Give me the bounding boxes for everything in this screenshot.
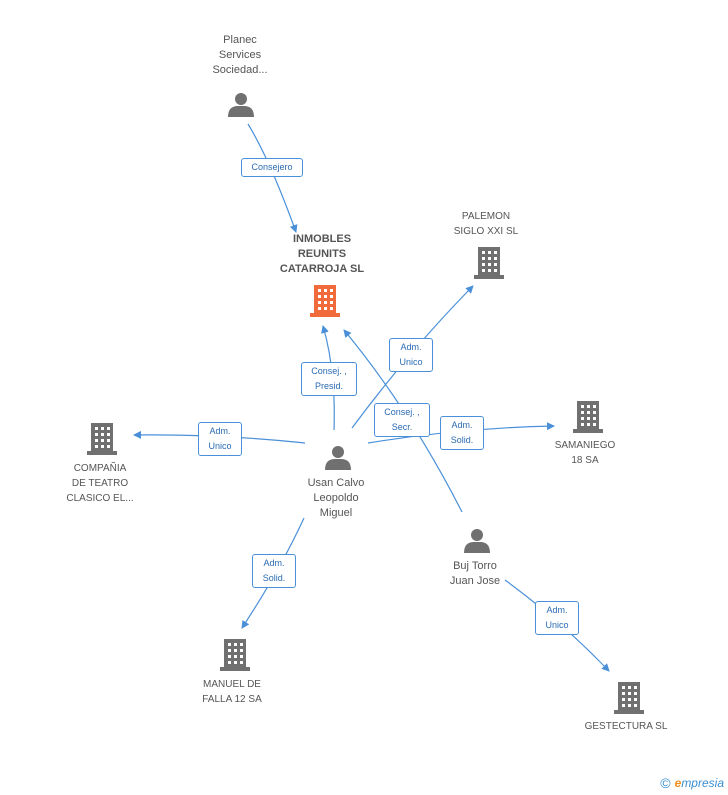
edge-label-line: Unico [208,441,232,451]
node-label-line: REUNITS [297,248,347,260]
edge-line-planec-inmobles [247,123,298,233]
node-label-line: DE TEATRO [71,478,129,489]
brand-logo: empresia [674,776,724,790]
building-icon[interactable] [220,639,250,671]
node-label-line: CATARROJA SL [279,263,365,275]
edge-label-adm-unico-palemon[interactable]: Adm. Unico [389,338,433,372]
node-label-line: Services [218,49,262,61]
node-label-manuel[interactable]: MANUEL DE FALLA 12 SA [182,677,282,707]
person-icon[interactable] [464,529,490,553]
node-label-line: Miguel [319,507,353,519]
node-label-line: Usan Calvo [307,477,365,489]
edge-label-line: Adm. [546,605,568,615]
node-label-line: SAMANIEGO [554,440,616,451]
node-label-line: Leopoldo [313,492,359,504]
node-label-line: CLASICO EL... [66,493,134,504]
edge-label-adm-solid-manuel[interactable]: Adm. Solid. [252,554,296,588]
edge-label-line: Presid. [314,381,343,391]
copyright-icon: © [660,775,671,791]
edge-label-adm-solid-samaniego[interactable]: Adm. Solid. [440,416,484,450]
node-label-line: COMPAÑIA [73,463,127,474]
building-icon[interactable] [573,401,603,433]
node-label-samaniego[interactable]: SAMANIEGO 18 SA [535,438,635,468]
node-label-line: Planec [223,34,257,46]
edge-label-adm-unico-compania[interactable]: Adm. Unico [198,422,242,456]
edge-label-line: Consej. , [384,407,420,417]
edge-label-line: Solid. [262,573,286,583]
node-label-line: 18 SA [571,455,599,466]
person-icon[interactable] [325,446,351,470]
edge-label-line: Secr. [391,422,413,432]
edge-label-line: Unico [399,357,423,367]
node-label-line: INMOBLES [292,233,352,245]
node-label-line: SIGLO XXI SL [453,226,519,237]
edge-label-line: Solid. [450,435,474,445]
edge-label-line: Adm. [400,342,422,352]
node-label-line: Buj Torro [453,560,497,572]
edge-label-line: Unico [545,620,569,630]
node-label-line: GESTECTURA SL [584,721,668,732]
building-icon[interactable] [614,682,644,714]
edge-label-consejero[interactable]: Consejero [241,158,303,177]
node-label-compania[interactable]: COMPAÑIA DE TEATRO CLASICO EL... [50,461,150,506]
person-icon[interactable] [228,93,254,117]
node-label-line: Sociedad... [212,64,268,76]
edge-label-consej-secr[interactable]: Consej. , Secr. [374,403,430,437]
node-label-gestectura[interactable]: GESTECTURA SL [576,719,676,734]
edge-label-consej-presid[interactable]: Consej. , Presid. [301,362,357,396]
node-label-inmobles[interactable]: INMOBLES REUNITS CATARROJA SL [262,232,382,277]
building-icon[interactable] [474,247,504,279]
edge-label-line: Adm. [451,420,473,430]
node-label-line: PALEMON [461,211,511,222]
edge-label-adm-unico-gestectura[interactable]: Adm. Unico [535,601,579,635]
node-label-line: MANUEL DE [203,679,261,690]
edge-label-line: Adm. [263,558,285,568]
node-label-palemon[interactable]: PALEMON SIGLO XXI SL [436,209,536,239]
edge-label-line: Adm. [209,426,231,436]
node-label-buj[interactable]: Buj Torro Juan Jose [425,559,525,589]
node-label-usan[interactable]: Usan Calvo Leopoldo Miguel [286,476,386,521]
node-label-line: FALLA 12 SA [202,694,262,705]
edge-lines [133,123,610,672]
edge-label-line: Consejero [251,162,293,172]
node-label-planec[interactable]: Planec Services Sociedad... [190,33,290,78]
node-label-line: Juan Jose [449,575,501,587]
building-icon[interactable] [310,285,340,317]
building-icon[interactable] [87,423,117,455]
brand-footer[interactable]: © empresia [660,775,724,791]
edge-label-line: Consej. , [311,366,347,376]
